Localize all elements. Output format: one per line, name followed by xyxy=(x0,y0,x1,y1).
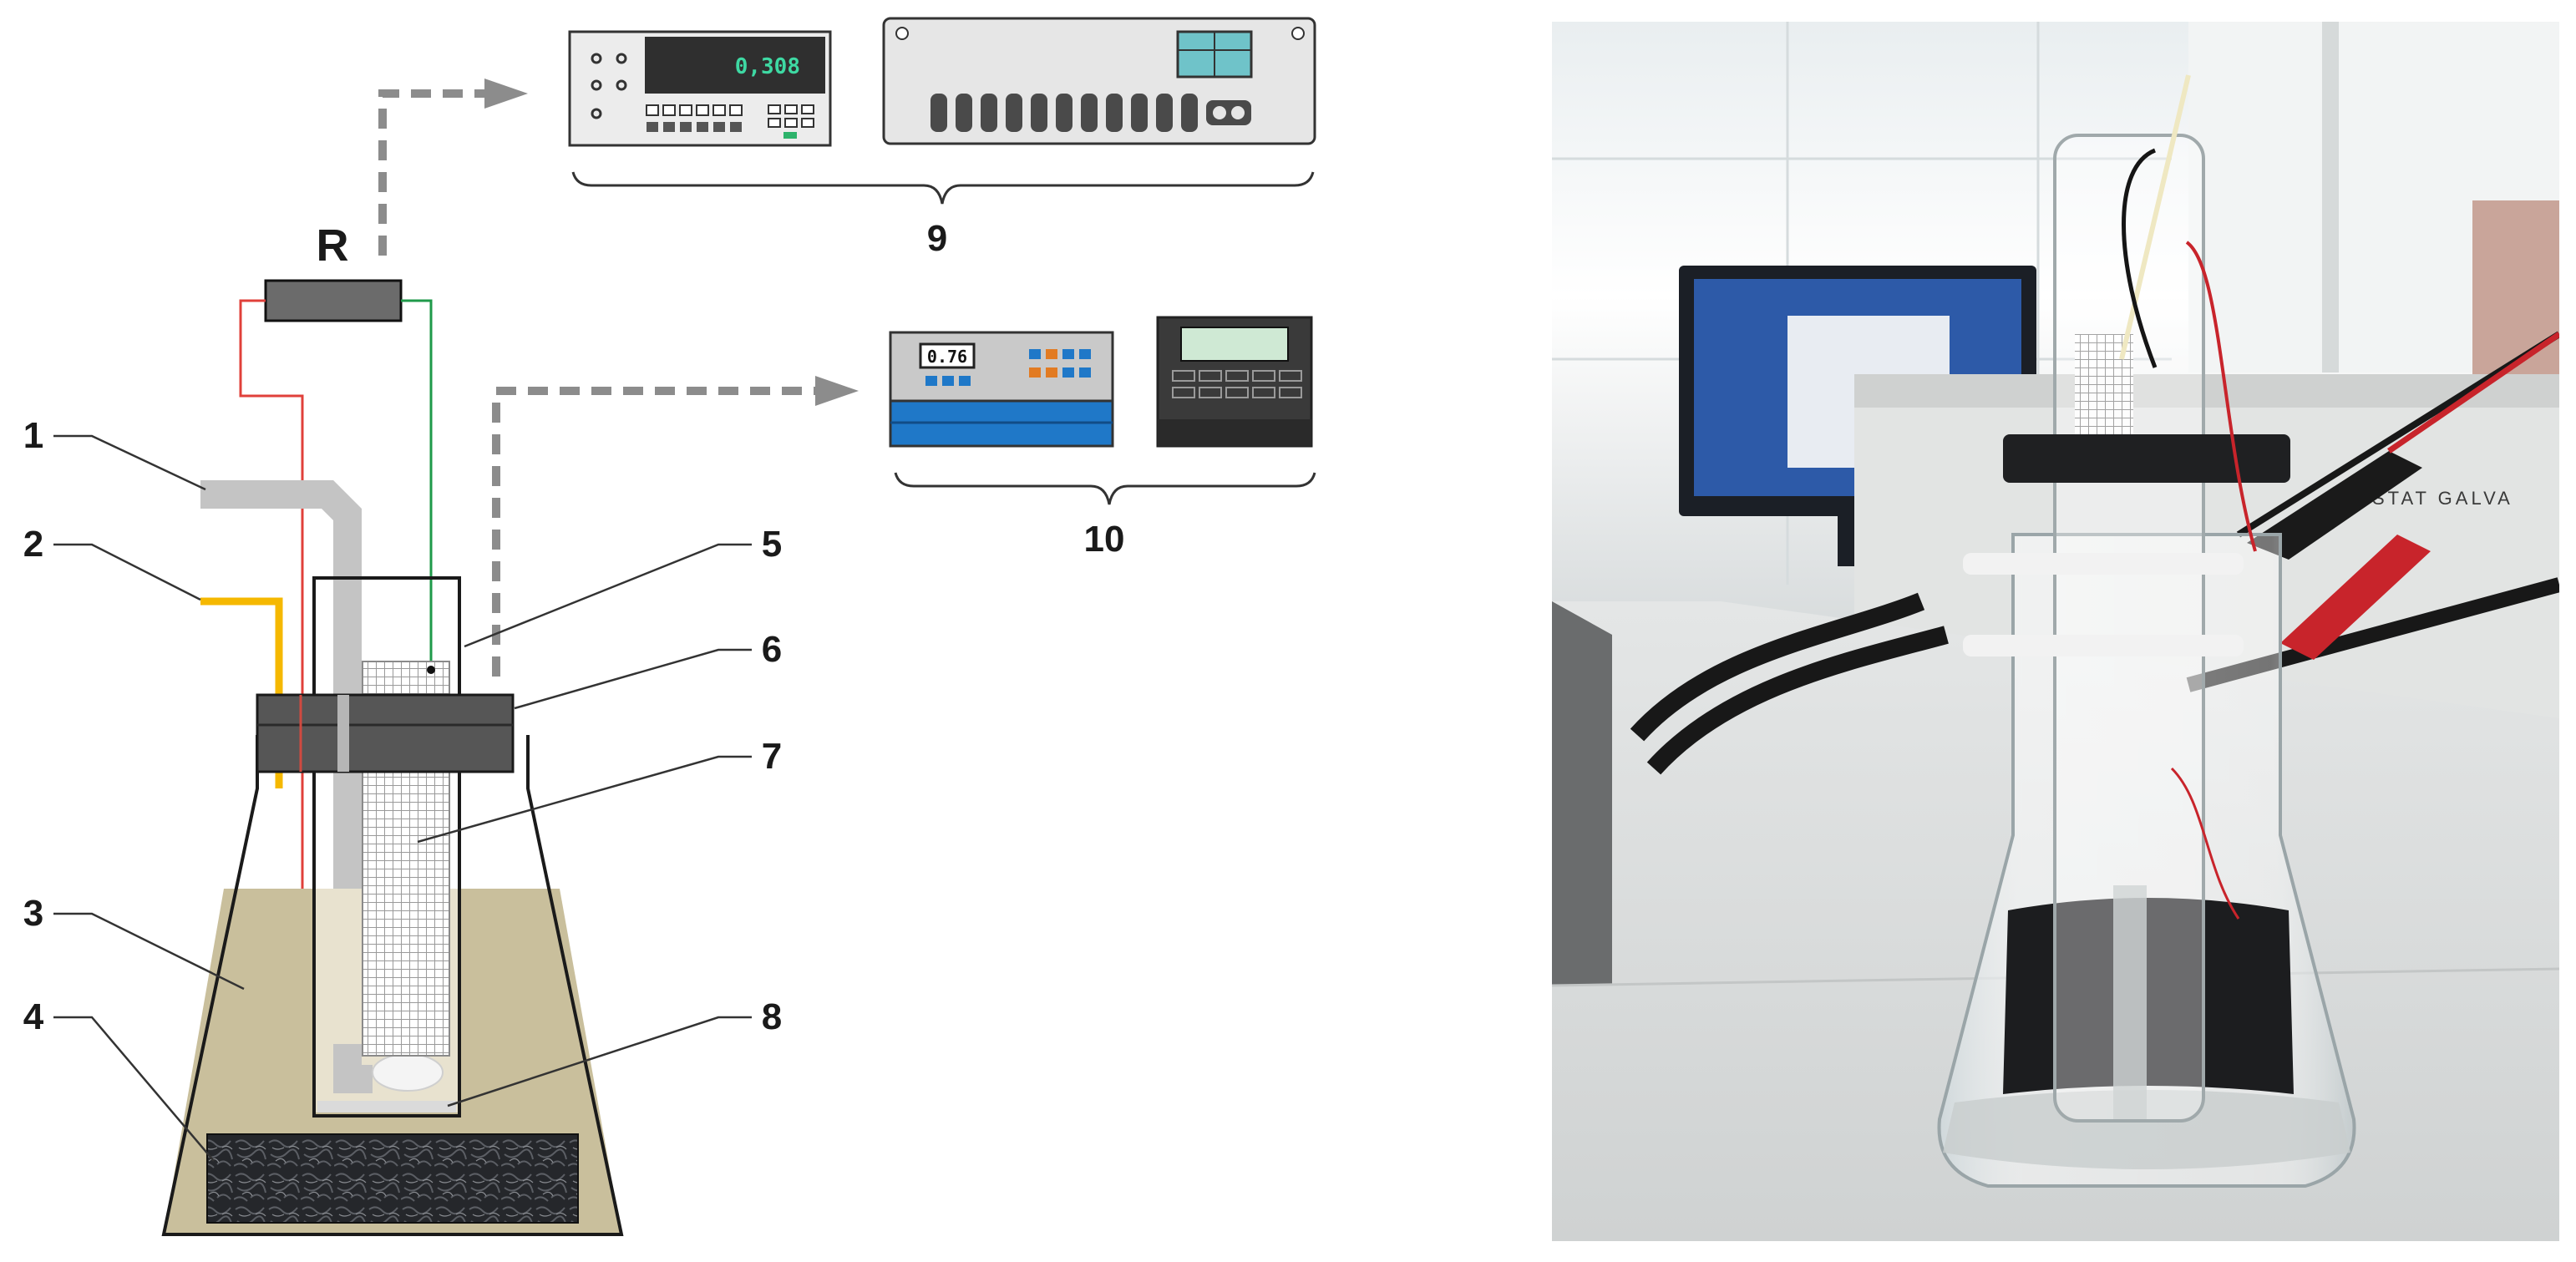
brace-group-10 xyxy=(894,472,1316,505)
callout-number: 3 xyxy=(23,893,43,934)
schematic: R xyxy=(23,17,1316,1236)
callout-8: 8 xyxy=(447,996,782,1107)
rubber-stopper xyxy=(256,693,515,773)
membrane-disc xyxy=(372,1053,444,1092)
sampling-tube xyxy=(200,480,362,1082)
wire-anode xyxy=(239,299,304,1136)
photo-panel-text: STAT GALVA xyxy=(2372,488,2513,509)
carbon-felt-anode xyxy=(206,1133,579,1224)
potentiostat-device: 0,308 xyxy=(568,30,832,147)
lab-photo: STAT GALVA xyxy=(1552,22,2559,1241)
photo-flask xyxy=(1937,74,2356,1188)
resistor xyxy=(264,279,403,322)
callout-number: 4 xyxy=(23,996,44,1037)
callout-number: 5 xyxy=(762,524,782,565)
resistor-label: R xyxy=(317,220,349,271)
wire-cathode xyxy=(401,299,433,668)
callout-number: 2 xyxy=(23,524,43,565)
ph-meter-device: 0.76 xyxy=(889,331,1114,448)
callout-4: 4 xyxy=(23,996,215,1162)
brace-group-9 xyxy=(571,171,1315,205)
callout-1: 1 xyxy=(23,415,206,491)
callout-number: 7 xyxy=(762,736,782,777)
dashed-arrow-to-ph-meter xyxy=(492,376,859,677)
group-9-label: 9 xyxy=(927,218,947,259)
galvanostat-device xyxy=(882,17,1316,145)
callout-2: 2 xyxy=(23,524,201,601)
potentiostat-display: 0,308 xyxy=(735,54,800,79)
callout-7: 7 xyxy=(417,736,782,844)
callout-3: 3 xyxy=(23,893,245,991)
data-logger-device xyxy=(1156,316,1313,448)
ph-meter-display: 0.76 xyxy=(927,347,967,367)
callout-number: 8 xyxy=(762,996,782,1037)
callout-6: 6 xyxy=(514,629,782,710)
callout-number: 1 xyxy=(23,415,43,456)
callout-5: 5 xyxy=(464,524,782,648)
callout-number: 6 xyxy=(762,629,782,670)
group-10-label: 10 xyxy=(1084,519,1125,560)
dashed-arrow-to-potentiostat xyxy=(378,79,528,256)
